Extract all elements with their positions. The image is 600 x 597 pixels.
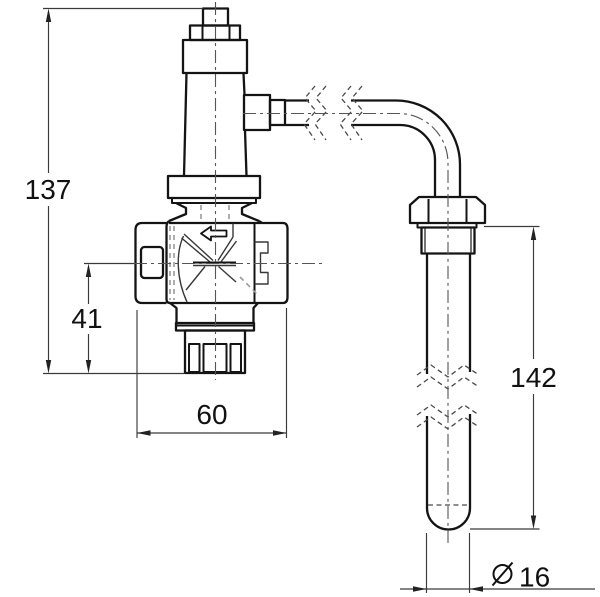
dimension-body-width: 60	[136, 308, 288, 438]
dimension-center-to-bottom: 41	[71, 262, 134, 374]
sensor-probe	[425, 253, 472, 531]
dimension-overall-height: 137	[25, 7, 203, 375]
tube-break-icon	[303, 85, 364, 141]
dim-label-41: 41	[71, 303, 102, 334]
diameter-symbol-icon	[491, 561, 514, 587]
adjustment-cap	[181, 38, 249, 75]
probe-hex-nut	[408, 195, 487, 229]
sensor-assembly	[243, 85, 487, 546]
valve-assembly	[134, 2, 326, 380]
capillary-outlet-fitting	[242, 93, 287, 132]
dimensions: 137 41 60 142	[25, 7, 595, 593]
valve-seat-section	[177, 223, 238, 303]
flow-direction-arrow-icon	[200, 225, 228, 242]
probe-tip	[425, 507, 472, 531]
bonnet	[182, 72, 248, 177]
dim-label-137: 137	[25, 174, 72, 205]
dimension-probe-length: 142	[470, 225, 557, 530]
dimension-probe-diameter: 16	[400, 533, 595, 593]
dim-label-60: 60	[196, 399, 227, 430]
capillary-tube	[285, 99, 462, 197]
gland-flange	[166, 174, 262, 204]
dim-label-16: 16	[519, 562, 550, 593]
dim-label-142: 142	[510, 362, 557, 393]
probe-centerline	[243, 112, 449, 546]
neck	[168, 201, 260, 223]
